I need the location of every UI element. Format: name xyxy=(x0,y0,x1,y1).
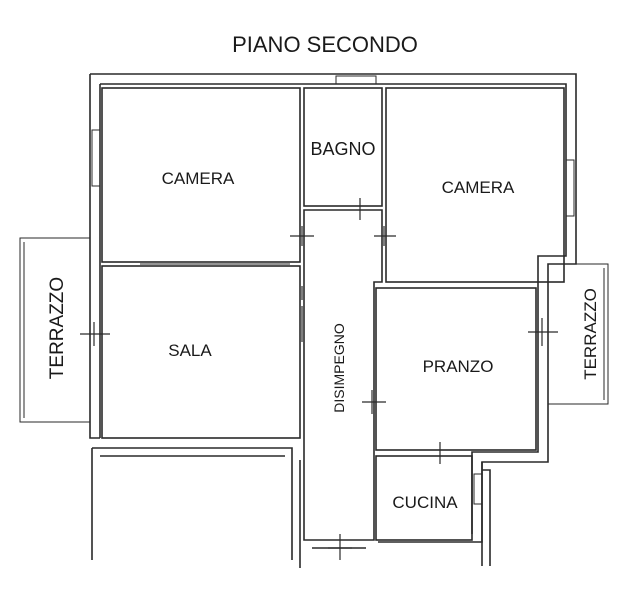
terraces xyxy=(19,237,609,423)
room-label-camera-left: CAMERA xyxy=(162,169,235,188)
room-label-terrazzo-left: TERRAZZO xyxy=(47,277,68,379)
room-label-bagno: BAGNO xyxy=(310,139,375,159)
plan-title: PIANO SECONDO xyxy=(232,32,418,57)
windows xyxy=(91,75,575,505)
room-label-cucina: CUCINA xyxy=(392,493,458,512)
room-label-camera-right: CAMERA xyxy=(442,178,515,197)
room-label-pranzo: PRANZO xyxy=(423,357,494,376)
door-marks xyxy=(80,198,558,560)
room-label-sala: SALA xyxy=(168,341,212,360)
room-label-terrazzo-right: TERRAZZO xyxy=(581,288,600,380)
room-walls xyxy=(101,87,565,549)
room-label-disimpegno: DISIMPEGNO xyxy=(331,323,347,413)
